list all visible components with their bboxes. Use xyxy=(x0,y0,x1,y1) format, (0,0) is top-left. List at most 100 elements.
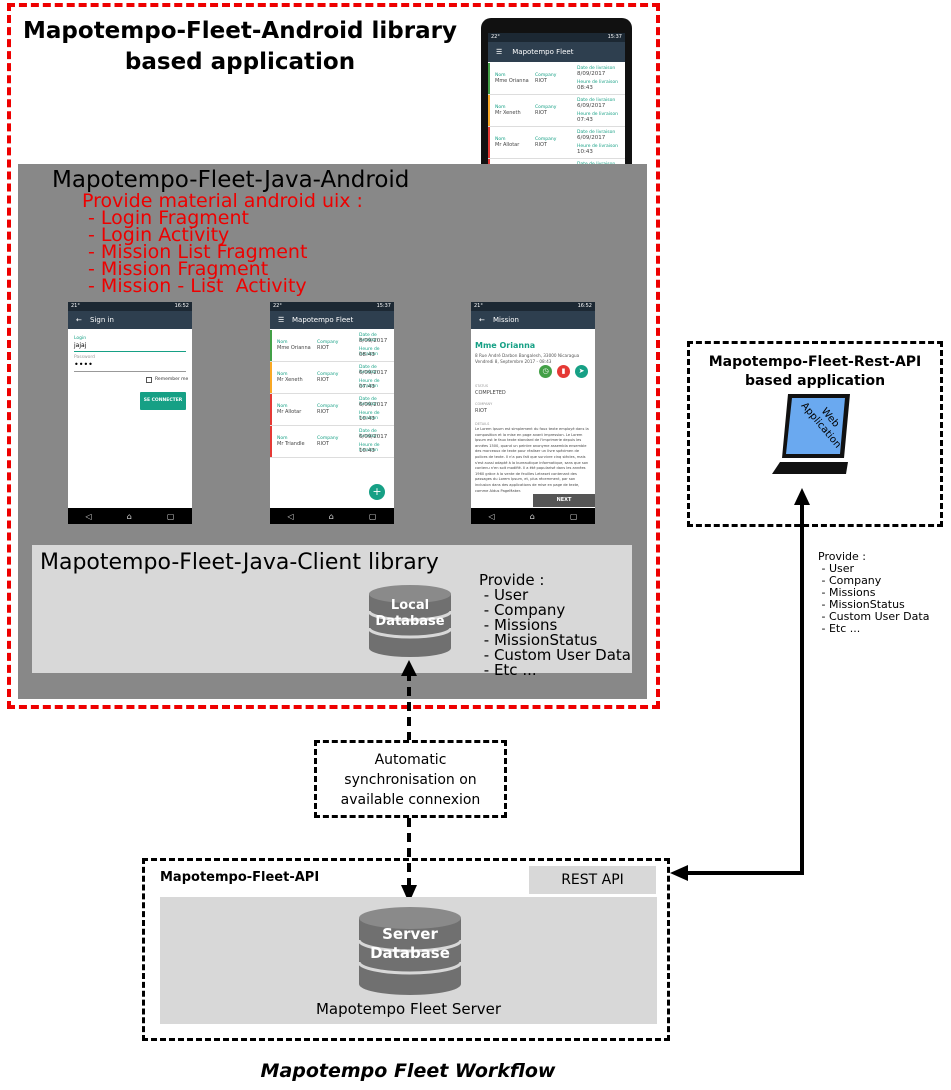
time-label: Heure de livraison xyxy=(577,80,618,85)
provide-line: - Etc ... xyxy=(818,622,861,635)
feature-line: - Mission List Fragment xyxy=(82,241,308,263)
nav-bar: ◁ ⌂ ▢ xyxy=(270,508,394,524)
password-label: Password xyxy=(74,355,96,360)
status-left: 22° xyxy=(273,303,282,309)
connect-button[interactable]: SE CONNECTER xyxy=(140,392,186,410)
time-label: Heure de livraison xyxy=(359,443,380,453)
status-clock: 15:37 xyxy=(376,303,391,309)
alarm-clock-icon[interactable]: ◷ xyxy=(539,365,552,378)
server-database-line1: Server xyxy=(382,925,438,943)
server-label: Mapotempo Fleet Server xyxy=(315,1000,502,1018)
delete-icon[interactable]: ▮ xyxy=(557,365,570,378)
remember-label: Remember me xyxy=(155,377,189,382)
status-color-bar xyxy=(270,330,272,361)
back-arrow-icon[interactable]: ← xyxy=(479,316,485,324)
date-value: 8/09/2017 xyxy=(577,71,606,77)
date-value: 6/09/2017 xyxy=(359,370,388,376)
sync-label: Automatic synchronisation on available c… xyxy=(316,750,505,810)
company-value: RIOT xyxy=(317,441,329,447)
menu-icon[interactable]: ☰ xyxy=(496,48,503,56)
back-icon[interactable]: ◁ xyxy=(488,511,495,521)
sync-line3: available connexion xyxy=(340,792,481,808)
time-label: Heure de livraison xyxy=(577,112,618,117)
company-label: Company xyxy=(535,73,557,78)
back-icon[interactable]: ◁ xyxy=(85,511,92,521)
app-bar: ←Sign in xyxy=(68,311,192,329)
home-icon[interactable]: ⌂ xyxy=(328,511,334,521)
laptop-icon xyxy=(772,394,850,474)
provide-line: Provide : xyxy=(818,550,866,563)
provide-line: - Custom User Data xyxy=(479,646,631,664)
name-label: Nom xyxy=(277,436,288,441)
navigate-icon[interactable]: ➤ xyxy=(575,365,588,378)
company-label: Company xyxy=(535,137,557,142)
time-value: 10:43 xyxy=(577,149,593,155)
status-bar: 21° 16:52 xyxy=(68,302,192,311)
recents-icon[interactable]: ▢ xyxy=(569,511,578,521)
home-icon[interactable]: ⌂ xyxy=(126,511,132,521)
date-label: Date de livraison xyxy=(359,333,378,343)
date-label: Date de livraison xyxy=(359,429,378,439)
back-arrow-icon[interactable]: ← xyxy=(76,316,82,324)
app-bar: ☰ Mapotempo Fleet xyxy=(488,42,625,62)
provide-line: - Custom User Data xyxy=(818,610,930,623)
mission-address: 8 Rue André Darbon Bangalesh, 33000 Nica… xyxy=(475,353,580,358)
date-label: Date de livraison xyxy=(359,365,378,375)
menu-icon[interactable]: ☰ xyxy=(278,316,285,324)
date-value: 6/09/2017 xyxy=(577,103,606,109)
sync-arrow-head-up xyxy=(401,660,417,676)
company-label: Company xyxy=(317,436,339,441)
name-label: Nom xyxy=(495,73,506,78)
recents-icon[interactable]: ▢ xyxy=(368,511,377,521)
server-database-label: Server Database xyxy=(358,925,462,963)
login-input[interactable]: jajaj xyxy=(74,342,186,352)
status-clock: 16:52 xyxy=(174,303,189,309)
status-left: 21° xyxy=(71,303,80,309)
time-label: Heure de livraison xyxy=(359,379,380,389)
name-label: Nom xyxy=(495,137,506,142)
client-provide-list: Provide : - User - Company - Missions - … xyxy=(479,573,631,678)
company-label: COMPANY xyxy=(475,402,493,406)
server-database-line2: Database xyxy=(370,944,450,962)
workflow-title: Mapotempo Fleet Workflow xyxy=(260,1060,556,1082)
phone-mission-detail: 21°16:52 ←Mission Mme Orianna 8 Rue Andr… xyxy=(471,302,595,524)
company-label: Company xyxy=(317,372,339,377)
provide-line: - Company xyxy=(818,574,882,587)
java-android-title: Mapotempo-Fleet-Java-Android xyxy=(52,167,410,193)
rest-app-title: Mapotempo-Fleet-Rest-API based applicati… xyxy=(690,353,940,391)
api-boundary xyxy=(142,858,670,1041)
feature-line: - Mission Fragment xyxy=(82,258,269,280)
company-value: RIOT xyxy=(317,345,329,351)
local-database-label: Local Database xyxy=(368,598,452,630)
app-bar: ☰Mapotempo Fleet xyxy=(270,311,394,329)
status-color-bar xyxy=(488,95,490,126)
remember-checkbox[interactable] xyxy=(146,377,152,383)
next-button[interactable]: NEXT xyxy=(533,494,595,507)
feature-line: - Mission - List Activity xyxy=(82,275,307,297)
home-icon[interactable]: ⌂ xyxy=(529,511,535,521)
name-value: Mr Allotar xyxy=(495,142,520,148)
time-label: Heure de livraison xyxy=(359,347,380,357)
phone-screen: 21° 16:52 ←Sign in Login jajaj Password •… xyxy=(68,302,192,508)
mission-datetime: Vendredi 8, Septembre 2017 - 08:43 xyxy=(475,359,552,364)
status-color-bar xyxy=(270,426,272,457)
recents-icon[interactable]: ▢ xyxy=(166,511,175,521)
login-label: Login xyxy=(74,336,87,341)
add-fab-icon[interactable]: + xyxy=(369,484,385,500)
date-label: Date de livraison xyxy=(577,66,616,71)
back-icon[interactable]: ◁ xyxy=(287,511,294,521)
rest-arrow-head-up xyxy=(794,488,810,505)
client-library-title: Mapotempo-Fleet-Java-Client library xyxy=(40,550,439,575)
provide-line: Provide : xyxy=(479,571,545,589)
provide-line: - MissionStatus xyxy=(818,598,905,611)
password-input[interactable]: •••• xyxy=(74,361,186,372)
